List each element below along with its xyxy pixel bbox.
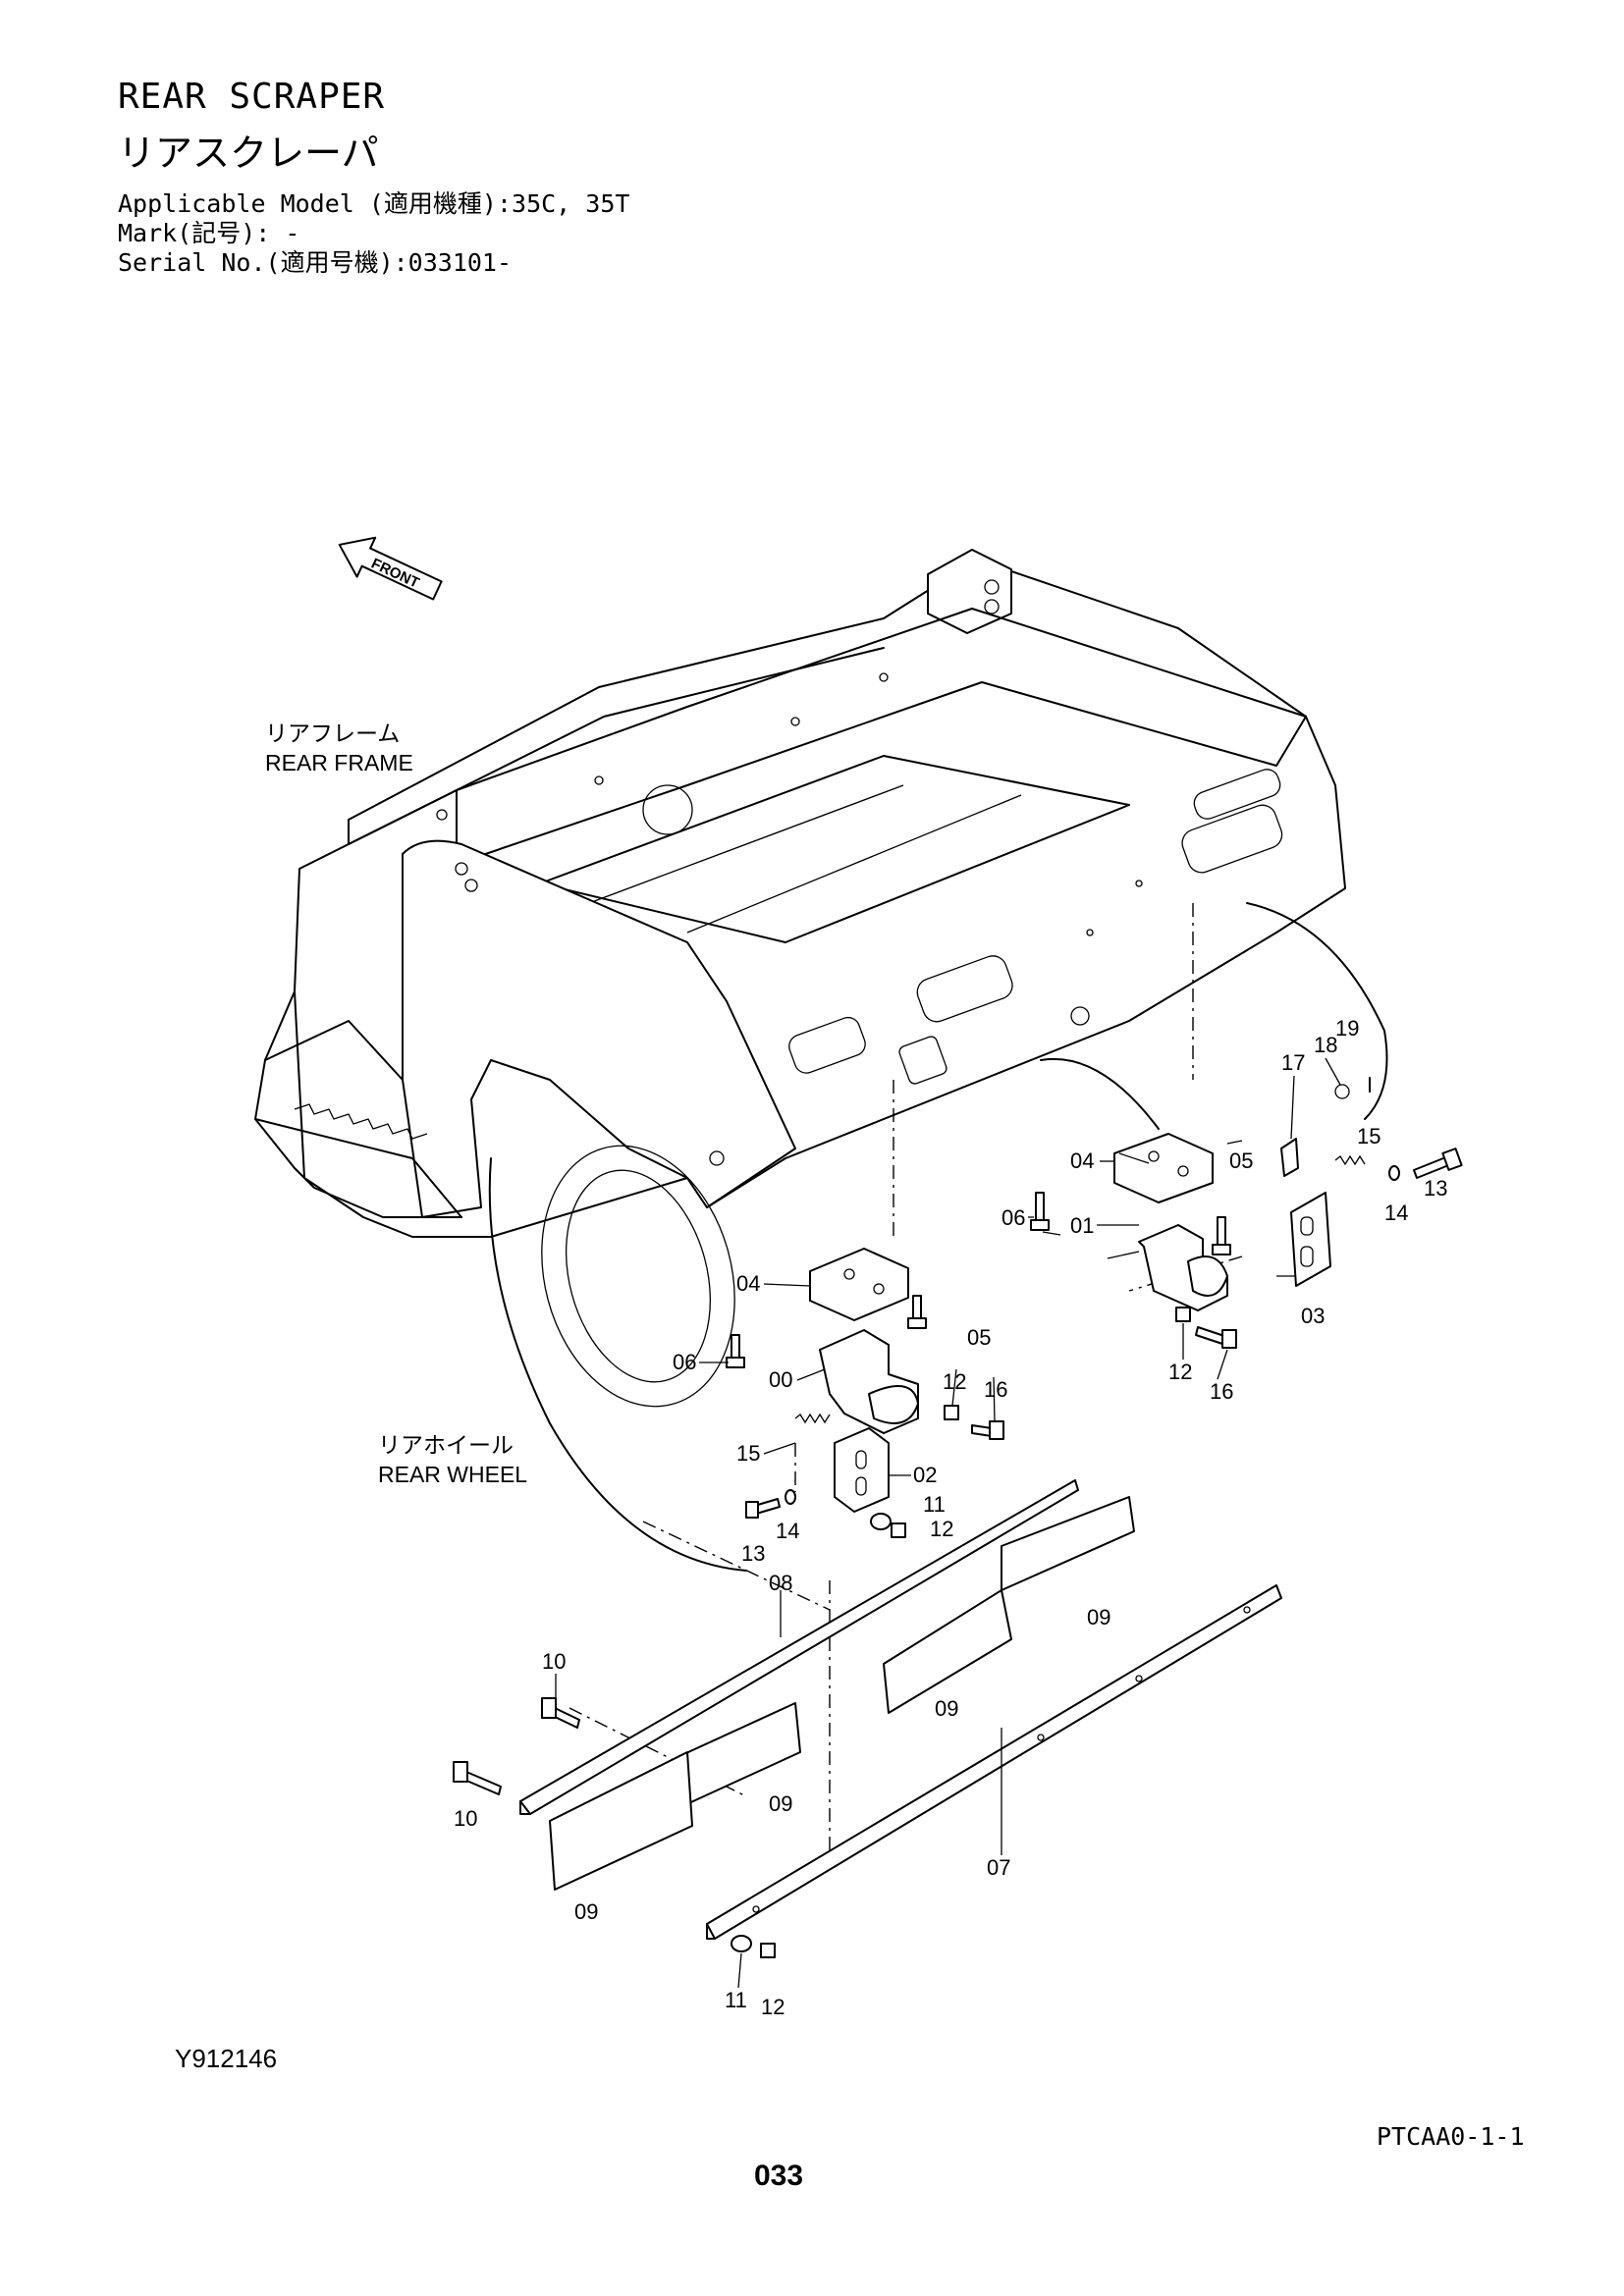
- callout-06: 06: [673, 1350, 696, 1374]
- callout-14: 14: [776, 1519, 799, 1543]
- callout-02: 02: [913, 1463, 937, 1487]
- callout-12: 12: [761, 1995, 785, 2019]
- callout-17: 17: [1281, 1050, 1305, 1075]
- scraper-rails: [519, 1479, 1282, 1940]
- callout-07: 07: [987, 1855, 1010, 1880]
- page-title-japanese: リアスクレーパ: [118, 132, 379, 175]
- callout-numbers: 04 05 06 01 17 18 19 15 14 13 03 12 16 0…: [454, 1016, 1447, 2019]
- part-labels: リアフレーム REAR FRAME リアホイール REAR WHEEL: [265, 721, 527, 1487]
- applicable-model: Applicable Model (適用機種):35C, 35T: [118, 189, 630, 218]
- document-code: PTCAA0-1-1: [1377, 2122, 1525, 2151]
- callout-05: 05: [1229, 1148, 1253, 1173]
- rear-wheel-label: REAR WHEEL: [378, 1462, 527, 1487]
- left-scraper-bracket: [726, 1248, 1004, 1538]
- page-title: REAR SCRAPER: [118, 77, 386, 117]
- callout-09: 09: [935, 1696, 958, 1721]
- callout-10: 10: [542, 1649, 566, 1674]
- callout-09: 09: [574, 1899, 598, 1924]
- figure-id: Y912146: [175, 2044, 278, 2073]
- callout-16: 16: [984, 1377, 1007, 1402]
- callout-19: 19: [1335, 1016, 1359, 1041]
- callout-15: 15: [736, 1441, 760, 1466]
- mark-code: Mark(記号): -: [118, 219, 300, 247]
- callout-leaders: [555, 1057, 1341, 1989]
- callout-15: 15: [1357, 1124, 1380, 1148]
- rear-frame: [254, 549, 1346, 1238]
- scraper-blades: [549, 1496, 1135, 1891]
- callout-09: 09: [769, 1791, 792, 1816]
- scraper-fasteners: [453, 1697, 776, 1958]
- callout-12: 12: [930, 1517, 953, 1541]
- front-arrow-icon: FRONT: [338, 536, 443, 601]
- callout-14: 14: [1384, 1201, 1408, 1225]
- callout-13: 13: [741, 1541, 765, 1566]
- page-number: 033: [754, 2160, 804, 2192]
- callout-18: 18: [1314, 1033, 1337, 1057]
- callout-04: 04: [1070, 1148, 1094, 1173]
- callout-01: 01: [1070, 1213, 1094, 1238]
- callout-05: 05: [967, 1325, 991, 1350]
- callout-00: 00: [769, 1367, 792, 1392]
- callout-13: 13: [1424, 1176, 1447, 1201]
- serial-number: Serial No.(適用号機):033101-: [118, 248, 513, 277]
- callout-11: 11: [923, 1492, 946, 1517]
- callout-09: 09: [1087, 1605, 1110, 1629]
- callout-03: 03: [1301, 1304, 1325, 1328]
- right-scraper-bracket: [1030, 1077, 1463, 1349]
- rear-wheel-label-jp: リアホイール: [378, 1432, 514, 1458]
- callout-16: 16: [1210, 1379, 1233, 1404]
- rear-wheel: [488, 902, 1388, 1572]
- callout-12: 12: [1168, 1360, 1192, 1384]
- callout-06: 06: [1001, 1205, 1025, 1230]
- rear-frame-label-jp: リアフレーム: [265, 721, 400, 746]
- callout-04: 04: [736, 1271, 760, 1296]
- rear-frame-label: REAR FRAME: [265, 750, 413, 775]
- callout-10: 10: [454, 1806, 477, 1831]
- callout-11: 11: [725, 1988, 747, 2012]
